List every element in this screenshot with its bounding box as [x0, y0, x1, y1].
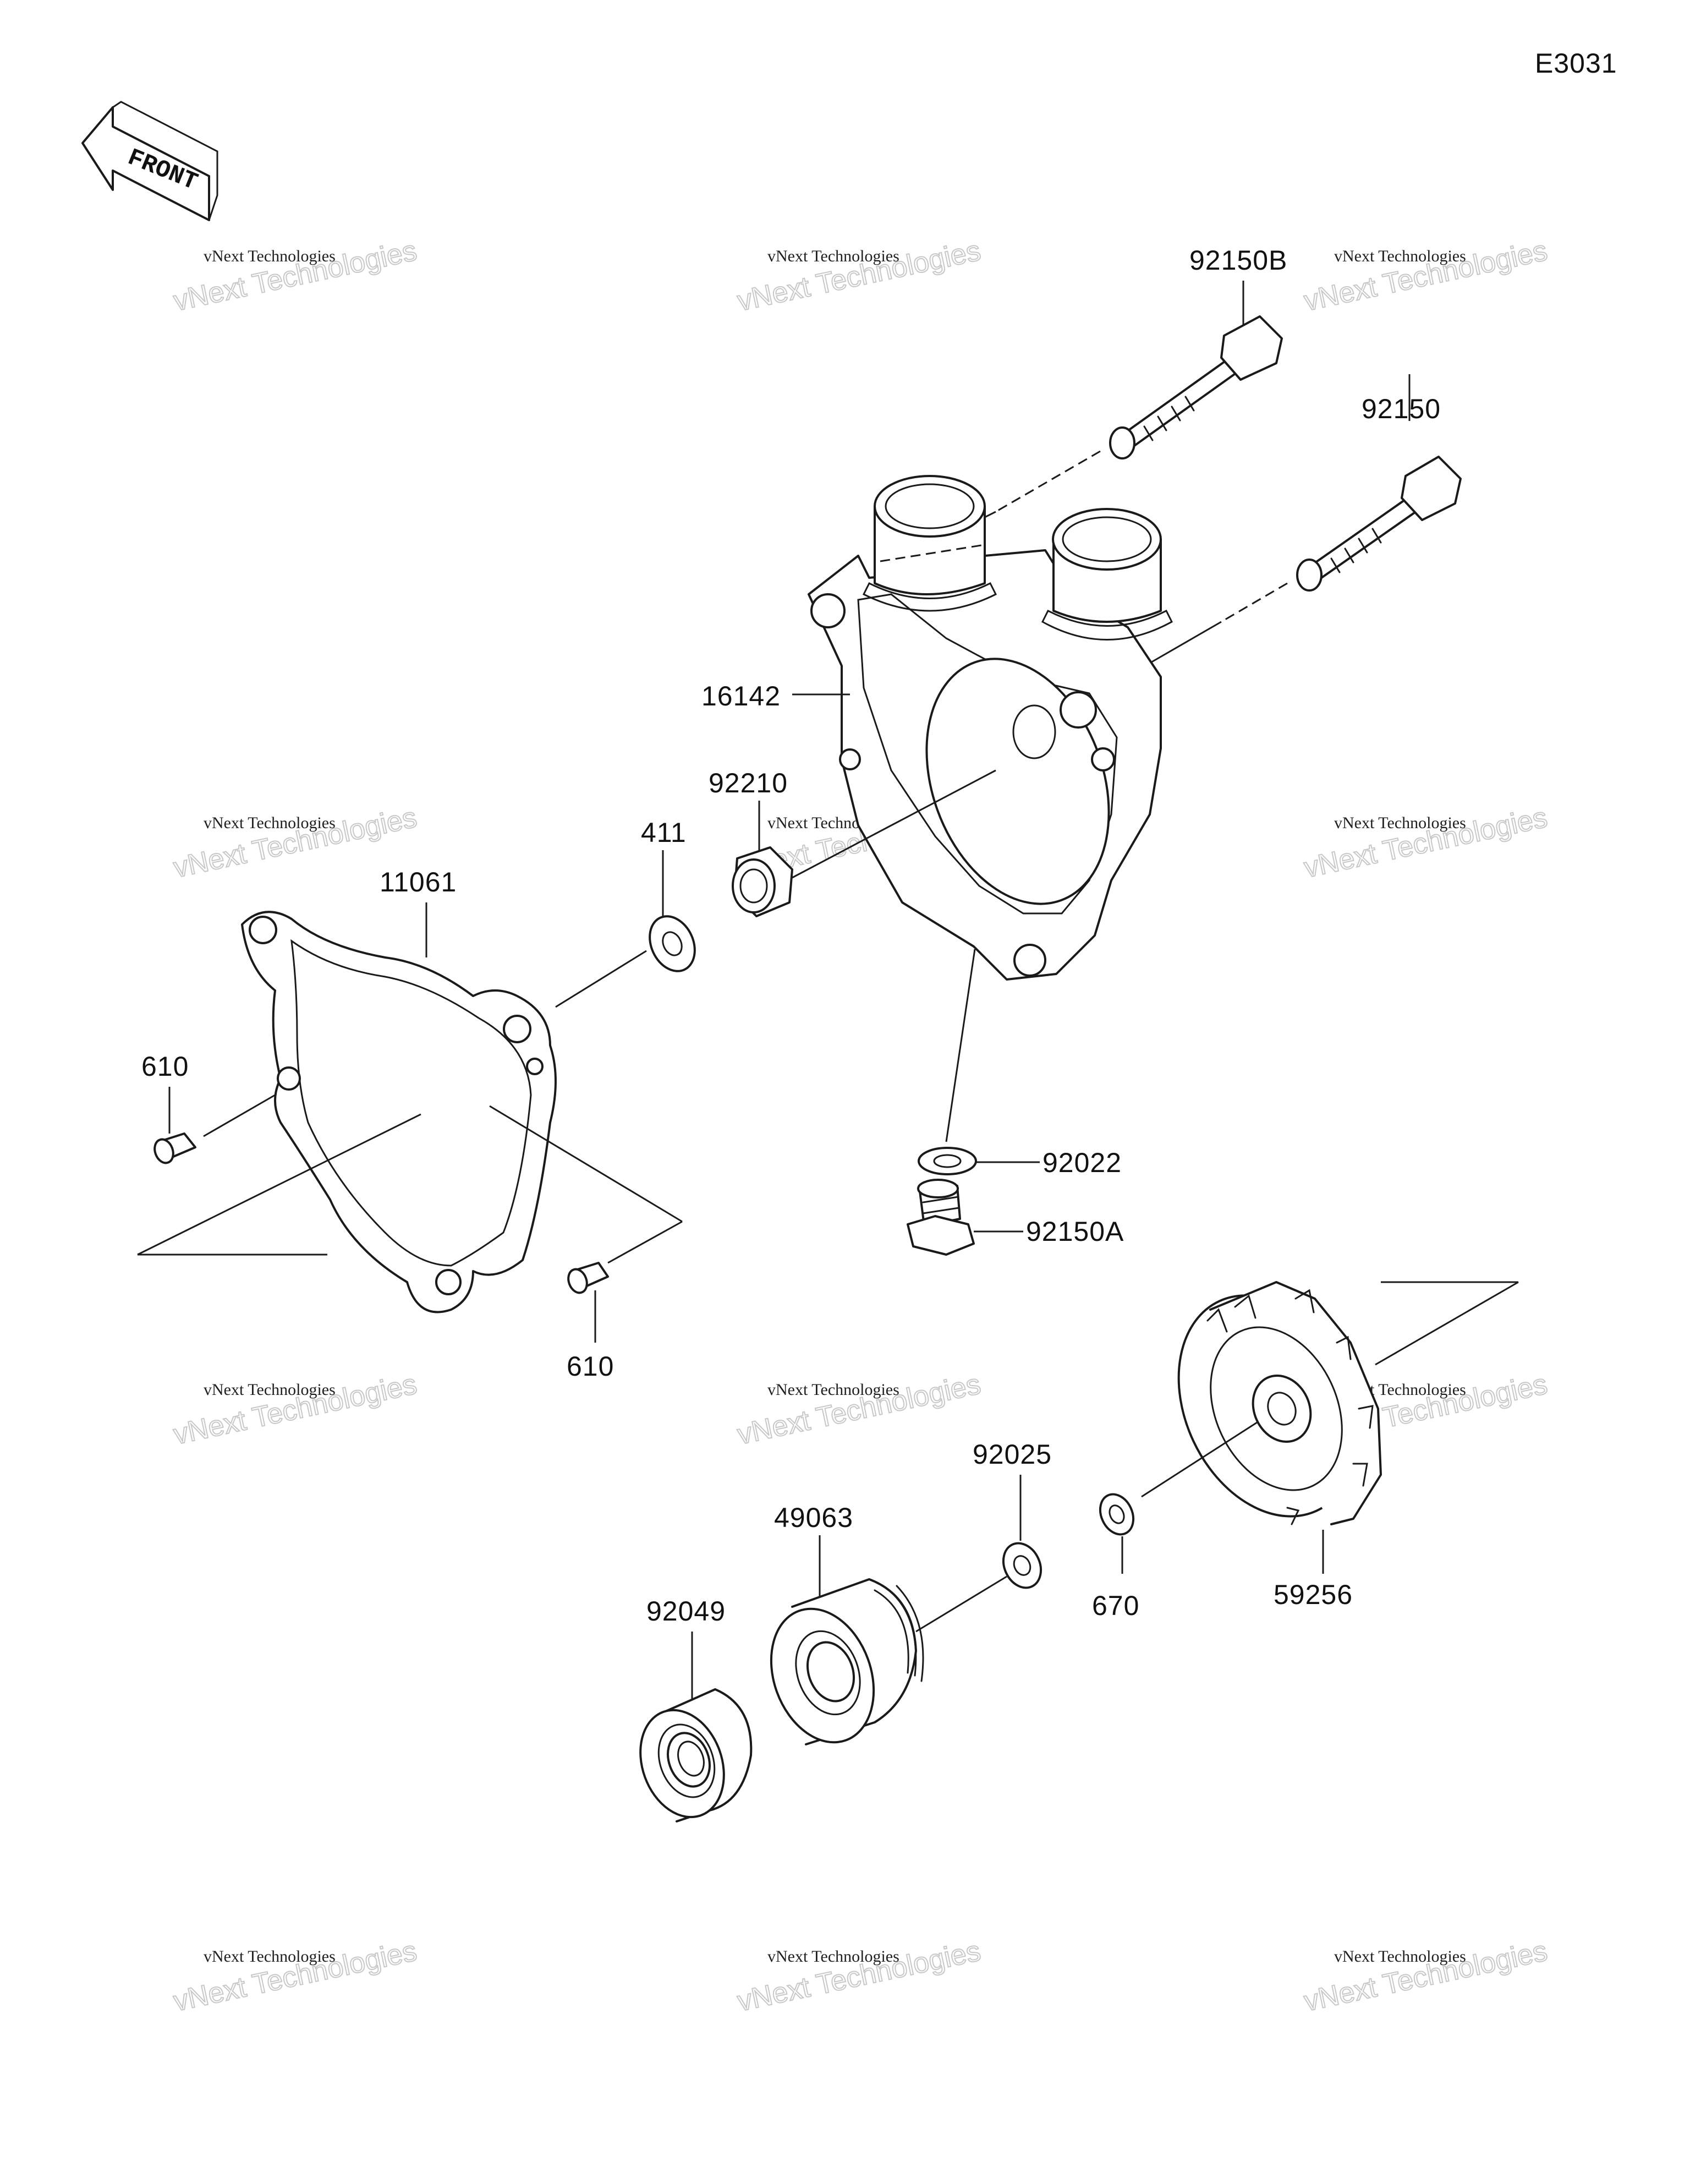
- label-92049: 92049: [646, 1596, 726, 1627]
- label-11061: 11061: [380, 867, 457, 897]
- label-92150b: 92150B: [1189, 245, 1287, 276]
- label-92025: 92025: [973, 1439, 1052, 1470]
- part-bolt-92150[interactable]: [1149, 374, 1462, 664]
- svg-text:vNext Technologies: vNext Technologies: [1334, 1947, 1466, 1966]
- part-bolt-92150b[interactable]: [984, 281, 1283, 518]
- label-16142: 16142: [701, 681, 781, 711]
- watermark: vNext Technologies vNext Technologies: [170, 1367, 420, 1451]
- part-drain-bolt-92150a[interactable]: [907, 1179, 1023, 1256]
- part-dowel-610-left[interactable]: [151, 1087, 276, 1165]
- part-oil-seal-92049[interactable]: [626, 1632, 753, 1829]
- svg-text:vNext Technologies: vNext Technologies: [204, 1947, 336, 1966]
- label-92150a: 92150A: [1026, 1216, 1124, 1247]
- part-washer-670[interactable]: [1094, 1489, 1140, 1574]
- label-49063: 49063: [774, 1502, 853, 1533]
- watermark: vNext Technologies vNext Technologies: [170, 1934, 420, 2018]
- part-nut-92210[interactable]: [732, 801, 892, 917]
- part-washer-92025[interactable]: [915, 1475, 1048, 1633]
- label-411: 411: [641, 817, 687, 848]
- svg-text:vNext Technologies: vNext Technologies: [767, 247, 899, 265]
- part-water-pump-cover-16142[interactable]: [808, 475, 1173, 981]
- watermark: vNext Technologies vNext Technologies: [170, 234, 420, 318]
- watermark: vNext Technologies vNext Technologies: [734, 234, 984, 318]
- label-610-left: 610: [141, 1051, 189, 1082]
- label-670: 670: [1092, 1590, 1139, 1621]
- svg-text:vNext Technologies: vNext Technologies: [204, 814, 336, 832]
- part-impeller-59256[interactable]: [1141, 1266, 1519, 1574]
- svg-text:vNext Technologies: vNext Technologies: [767, 1381, 899, 1399]
- svg-text:vNext Technologies: vNext Technologies: [204, 1381, 336, 1399]
- watermark: vNext Technologies vNext Technologies: [734, 1367, 984, 1451]
- part-gasket-11061[interactable]: [137, 902, 683, 1313]
- watermark: vNext Technologies vNext Technologies: [1301, 801, 1550, 884]
- label-92150: 92150: [1362, 393, 1441, 424]
- watermark: vNext Technologies vNext Technologies: [1301, 1934, 1550, 2018]
- watermark: vNext Technologies vNext Technologies: [1301, 234, 1550, 318]
- part-mechanical-seal-49063[interactable]: [754, 1535, 924, 1757]
- svg-text:vNext Technologies: vNext Technologies: [1334, 814, 1466, 832]
- svg-text:vNext Technologies: vNext Technologies: [767, 1947, 899, 1966]
- watermark: vNext Technologies vNext Technologies: [734, 1934, 984, 2018]
- part-washer-92022[interactable]: [918, 949, 1040, 1175]
- svg-text:vNext Technologies: vNext Technologies: [204, 247, 336, 265]
- svg-text:vNext Technologies: vNext Technologies: [1334, 247, 1466, 265]
- part-washer-411[interactable]: [555, 850, 703, 1008]
- label-92022: 92022: [1042, 1147, 1122, 1178]
- label-610-right: 610: [567, 1351, 614, 1382]
- label-92210: 92210: [709, 768, 788, 798]
- label-59256: 59256: [1274, 1579, 1353, 1610]
- diagram-code: E3031: [1535, 48, 1617, 79]
- part-dowel-610-right[interactable]: [565, 1262, 609, 1343]
- front-direction-arrow: FRONT: [81, 101, 218, 221]
